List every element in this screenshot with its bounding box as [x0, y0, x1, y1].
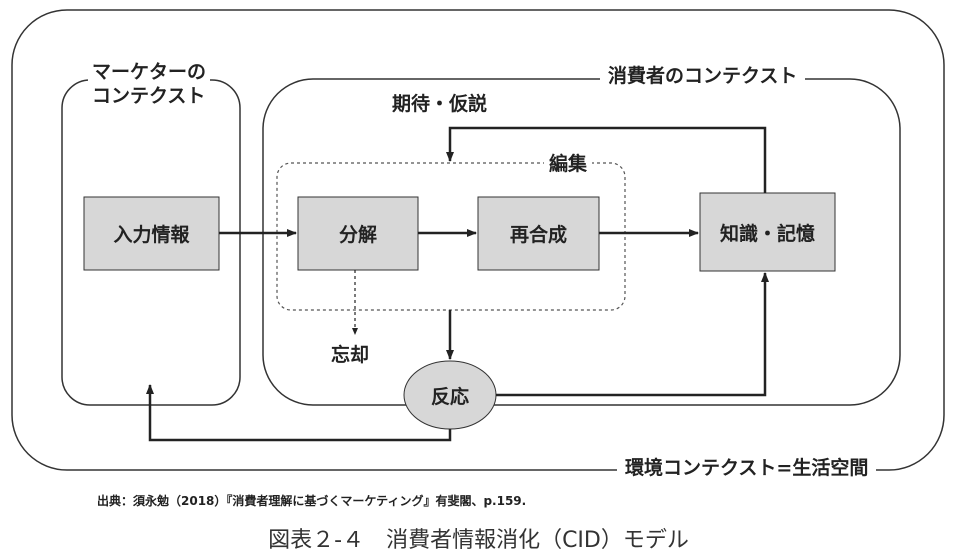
reaction-label: 反応	[430, 385, 469, 408]
input-box	[83, 196, 220, 271]
environment-context-region	[11, 9, 945, 471]
arrow-knowledge-to-edit	[446, 126, 767, 193]
figure-caption: 図表２-４ 消費者情報消化（CID）モデル	[268, 528, 689, 553]
expectation-label: 期待・仮説	[392, 93, 488, 115]
input-label: 入力情報	[113, 224, 190, 246]
edit-label: 編集	[544, 153, 593, 176]
knowledge-label: 知識・記憶	[719, 222, 815, 245]
knowledge-box	[699, 192, 836, 272]
decompose-label: 分解	[338, 224, 377, 246]
consumer-context-label: 消費者のコンテクスト	[600, 65, 806, 88]
recompose-label: 再合成	[509, 224, 567, 246]
consumer-context-region	[262, 78, 901, 406]
source-note: 出典：須永勉（2018）『消費者理解に基づくマーケティング』有斐閣、p.159.	[97, 494, 527, 508]
environment-context-label: 環境コンテクスト=生活空間	[617, 457, 877, 480]
recompose-box	[477, 196, 600, 271]
marketer-context-label-line2: コンテクスト	[88, 85, 210, 108]
forget-label: 忘却	[331, 344, 370, 366]
arrow-reaction-to-knowledge	[496, 272, 769, 397]
marketer-context-label-line1: マーケターの	[88, 61, 211, 84]
arrow-reaction-to-marketer	[146, 384, 452, 442]
